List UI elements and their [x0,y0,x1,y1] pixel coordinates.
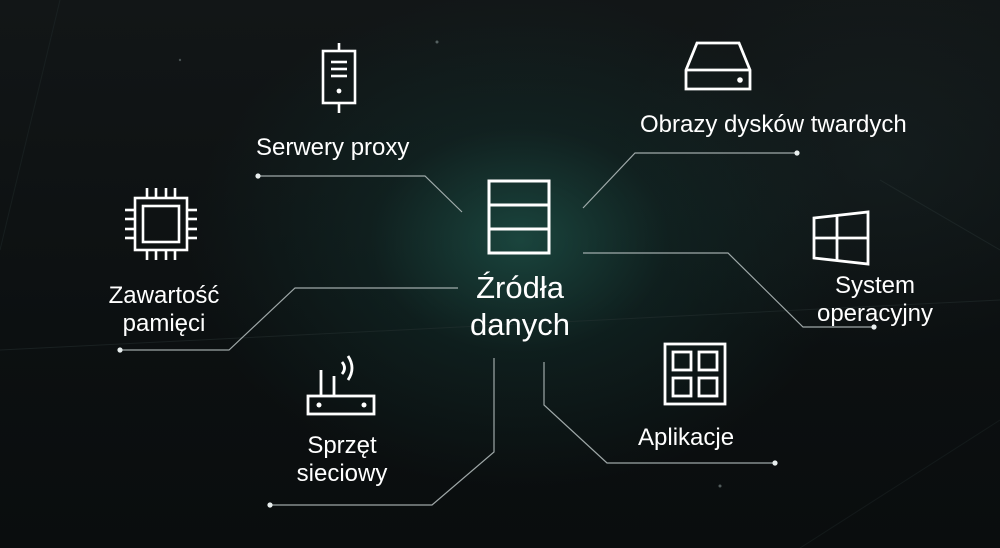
source-label-memory-line2: pamięci [122,310,206,338]
source-label-disk-line1: Obrazy dysków twardych [640,111,907,138]
connector-memory [120,287,458,351]
source-label-os-line1: System [834,272,915,299]
center-title: Źródła danych [420,270,620,343]
apps-grid-icon [663,342,727,406]
source-label-apps: Aplikacje [638,424,734,452]
cpu-chip-icon [125,188,197,260]
router-icon [306,355,376,416]
connector-os [583,252,874,328]
hard-drive-icon [684,41,752,91]
windows-logo-icon [812,210,870,266]
database-table-icon [487,179,551,255]
connector-dot-os [871,324,877,330]
center-title-line1: Źródła [476,270,564,305]
server-tower-icon [321,43,357,113]
connector-dot-apps [772,460,778,466]
connector-dot-network [267,502,273,508]
connector-dot-disk [794,150,800,156]
connector-network [270,358,495,506]
connector-proxy [258,175,463,213]
source-label-memory: Zawartość pamięci [94,282,234,339]
connector-apps [543,362,775,464]
connector-dot-proxy [255,173,261,179]
source-label-disk: Obrazy dysków twardych [640,111,907,139]
source-label-os-line2: operacyjny [816,300,934,328]
center-title-line2: danych [470,306,570,342]
connector-dot-memory [117,347,123,353]
source-label-network-line1: Sprzęt [307,432,377,459]
source-label-network-line2: sieciowy [296,460,388,488]
source-label-os: System operacyjny [800,272,950,329]
source-label-proxy-line1: Serwery proxy [256,134,410,161]
source-label-proxy: Serwery proxy [256,134,409,162]
source-label-memory-line1: Zawartość [108,282,220,309]
source-label-network: Sprzęt sieciowy [276,432,408,489]
source-label-apps-line1: Aplikacje [638,424,735,451]
connector-disk [582,152,797,209]
